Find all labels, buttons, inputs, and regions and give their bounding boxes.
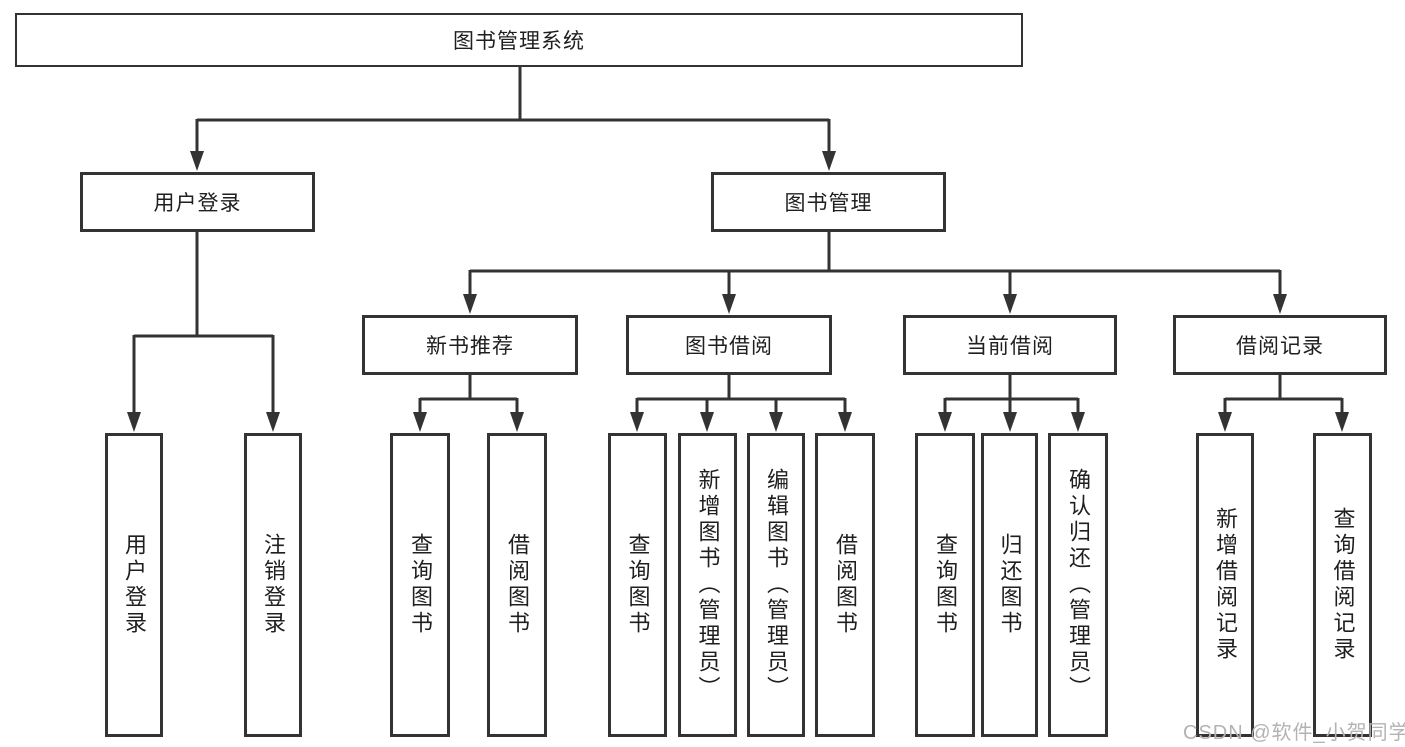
leaf-query-books: 查询图书 — [915, 433, 975, 737]
watermark: CSDN @软件_小贺同学 — [1183, 722, 1405, 744]
leaf-label: 借阅图书 — [833, 533, 858, 637]
node-new-book-recommendation: 新书推荐 — [362, 315, 578, 375]
leaf-label: 新增借阅记录 — [1213, 507, 1238, 663]
leaf-label: 编辑图书（管理员） — [764, 468, 789, 702]
leaf-borrow-books: 借阅图书 — [815, 433, 875, 737]
leaf-user-login: 用户登录 — [105, 433, 163, 737]
node-library-management-system: 图书管理系统 — [15, 13, 1023, 67]
leaf-label: 新增图书（管理员） — [695, 468, 721, 702]
leaf-logout: 注销登录 — [244, 433, 302, 737]
node-book-borrowing: 图书借阅 — [626, 315, 832, 375]
leaf-label: 借阅图书 — [505, 533, 530, 637]
leaf-borrow-books: 借阅图书 — [487, 433, 547, 737]
node-current-borrowing: 当前借阅 — [903, 315, 1117, 375]
leaf-label: 查询图书 — [625, 533, 651, 637]
arrowheads — [127, 151, 1349, 432]
leaf-add-borrow-record: 新增借阅记录 — [1196, 433, 1254, 737]
leaf-label: 注销登录 — [261, 533, 286, 637]
leaf-label: 用户登录 — [122, 533, 147, 637]
leaf-return-books: 归还图书 — [981, 433, 1038, 737]
leaf-query-books: 查询图书 — [390, 433, 450, 737]
node-book-management: 图书管理 — [711, 172, 946, 232]
leaf-confirm-return-admin: 确认归还（管理员） — [1048, 433, 1108, 737]
leaf-label: 查询图书 — [408, 533, 433, 637]
leaf-label: 查询借阅记录 — [1330, 507, 1356, 663]
leaf-query-books: 查询图书 — [608, 433, 667, 737]
leaf-label: 归还图书 — [997, 533, 1023, 637]
node-user-login: 用户登录 — [80, 172, 315, 232]
leaf-label: 查询图书 — [933, 533, 958, 637]
leaf-query-borrow-record: 查询借阅记录 — [1313, 433, 1372, 737]
leaf-edit-books-admin: 编辑图书（管理员） — [747, 433, 805, 737]
leaf-add-books-admin: 新增图书（管理员） — [678, 433, 737, 737]
node-borrowing-records: 借阅记录 — [1173, 315, 1387, 375]
leaf-label: 确认归还（管理员） — [1066, 468, 1091, 702]
